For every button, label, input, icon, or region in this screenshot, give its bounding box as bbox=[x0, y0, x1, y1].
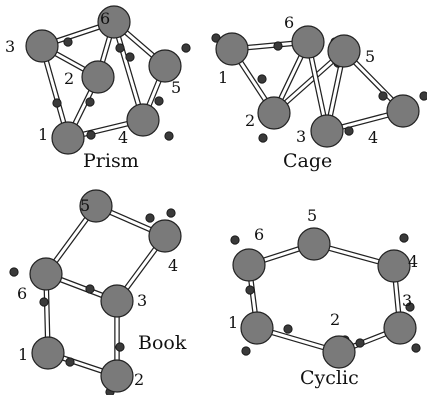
book-label-2: 2 bbox=[134, 370, 144, 389]
cage-label-4: 4 bbox=[368, 128, 378, 147]
cyclic-oxygen-atom-2 bbox=[322, 335, 356, 369]
book-hydrogen-atom-5 bbox=[39, 297, 49, 307]
book-oxygen-atom-3 bbox=[100, 284, 134, 318]
prism-hydrogen-atom-9 bbox=[164, 131, 174, 141]
prism-oxygen-atom-1 bbox=[51, 121, 85, 155]
prism-oxygen-atom-6 bbox=[97, 5, 131, 39]
cyclic-oxygen-atom-4 bbox=[377, 249, 411, 283]
book-label-1: 1 bbox=[18, 345, 28, 364]
book-title: Book bbox=[138, 332, 187, 354]
cage-hydrogen-atom-9 bbox=[419, 91, 427, 101]
book-label-4: 4 bbox=[168, 256, 178, 275]
prism-oxygen-atom-3 bbox=[25, 29, 59, 63]
cyclic-label-4: 4 bbox=[408, 252, 418, 271]
cage-hydrogen-atom-3 bbox=[273, 41, 283, 51]
cage-label-6: 6 bbox=[284, 13, 294, 32]
book-hydrogen-atom-6 bbox=[85, 284, 95, 294]
book-hydrogen-atom-8 bbox=[65, 357, 75, 367]
cage-label-2: 2 bbox=[245, 111, 255, 130]
prism-panel: 3 2 6 5 1 4 Prism bbox=[5, 9, 181, 172]
cyclic-oxygen-atom-1 bbox=[240, 311, 274, 345]
cyclic-hydrogen-atom-1 bbox=[230, 235, 240, 245]
cage-title: Cage bbox=[283, 150, 332, 172]
book-panel: 5 4 6 3 1 2 Book bbox=[17, 196, 187, 389]
prism-label-4: 4 bbox=[118, 128, 128, 147]
book-hydrogen-atom-2 bbox=[145, 213, 155, 223]
cyclic-hydrogen-atom-9 bbox=[411, 343, 421, 353]
cage-oxygen-atom-2 bbox=[257, 96, 291, 130]
prism-hydrogen-atom-8 bbox=[154, 96, 164, 106]
prism-label-5: 5 bbox=[171, 78, 181, 97]
prism-oxygen-atom-2 bbox=[81, 60, 115, 94]
cage-oxygen-atom-3 bbox=[310, 114, 344, 148]
atoms-layer bbox=[25, 5, 420, 393]
cyclic-oxygen-atom-5 bbox=[297, 227, 331, 261]
cyclic-label-1: 1 bbox=[228, 313, 238, 332]
cyclic-title: Cyclic bbox=[300, 367, 359, 389]
cyclic-hydrogen-atom-6 bbox=[355, 338, 365, 348]
prism-label-2: 2 bbox=[64, 69, 74, 88]
cyclic-hydrogen-atom-7 bbox=[399, 233, 409, 243]
prism-label-1: 1 bbox=[38, 125, 48, 144]
cyclic-label-3: 3 bbox=[402, 291, 412, 310]
cyclic-label-6: 6 bbox=[254, 225, 264, 244]
cage-hydrogen-atom-2 bbox=[257, 74, 267, 84]
book-label-3: 3 bbox=[137, 291, 147, 310]
cage-oxygen-atom-4 bbox=[386, 94, 420, 128]
prism-hydrogen-atom-3 bbox=[85, 97, 95, 107]
cyclic-hydrogen-atom-4 bbox=[241, 346, 251, 356]
prism-bond-core-6-4 bbox=[112, 20, 145, 122]
book-oxygen-atom-5 bbox=[79, 189, 113, 223]
cyclic-hydrogen-atom-8 bbox=[405, 302, 415, 312]
book-hydrogen-atom-3 bbox=[166, 208, 176, 218]
cage-oxygen-atom-1 bbox=[215, 32, 249, 66]
cage-oxygen-atom-5 bbox=[327, 34, 361, 68]
hydrogens-layer bbox=[9, 33, 427, 395]
prism-oxygen-atom-5 bbox=[148, 49, 182, 83]
book-oxygen-atom-1 bbox=[31, 336, 65, 370]
book-oxygen-atom-2 bbox=[100, 359, 134, 393]
prism-hydrogen-atom-6 bbox=[125, 52, 135, 62]
cyclic-label-2: 2 bbox=[330, 310, 340, 329]
cage-label-3: 3 bbox=[296, 127, 306, 146]
cage-label-1: 1 bbox=[218, 68, 228, 87]
cyclic-hydrogen-atom-3 bbox=[283, 324, 293, 334]
cage-hydrogen-atom-7 bbox=[344, 126, 354, 136]
cage-hydrogen-atom-6 bbox=[258, 133, 268, 143]
prism-hydrogen-atom-7 bbox=[181, 43, 191, 53]
cage-hydrogen-atom-8 bbox=[378, 91, 388, 101]
prism-oxygen-atom-4 bbox=[126, 103, 160, 137]
cyclic-hydrogen-atom-2 bbox=[245, 285, 255, 295]
book-label-6: 6 bbox=[17, 284, 27, 303]
prism-title: Prism bbox=[83, 150, 139, 172]
prism-hydrogen-atom-5 bbox=[115, 43, 125, 53]
prism-label-6: 6 bbox=[100, 9, 110, 28]
prism-hydrogen-atom-1 bbox=[63, 37, 73, 47]
prism-label-3: 3 bbox=[5, 37, 15, 56]
book-hydrogen-atom-4 bbox=[9, 267, 19, 277]
book-hydrogen-atom-7 bbox=[115, 342, 125, 352]
book-oxygen-atom-4 bbox=[148, 219, 182, 253]
book-label-5: 5 bbox=[80, 196, 90, 215]
cyclic-panel: 6 5 4 3 1 2 Cyclic bbox=[228, 206, 418, 389]
book-oxygen-atom-6 bbox=[29, 257, 63, 291]
prism-hydrogen-atom-4 bbox=[86, 130, 96, 140]
cage-label-5: 5 bbox=[365, 47, 375, 66]
prism-hydrogen-atom-2 bbox=[52, 98, 62, 108]
cage-oxygen-atom-6 bbox=[291, 25, 325, 59]
cage-panel: 1 2 3 4 5 6 Cage bbox=[218, 13, 378, 172]
cyclic-oxygen-atom-6 bbox=[232, 248, 266, 282]
cyclic-label-5: 5 bbox=[307, 206, 317, 225]
cyclic-oxygen-atom-3 bbox=[383, 311, 417, 345]
